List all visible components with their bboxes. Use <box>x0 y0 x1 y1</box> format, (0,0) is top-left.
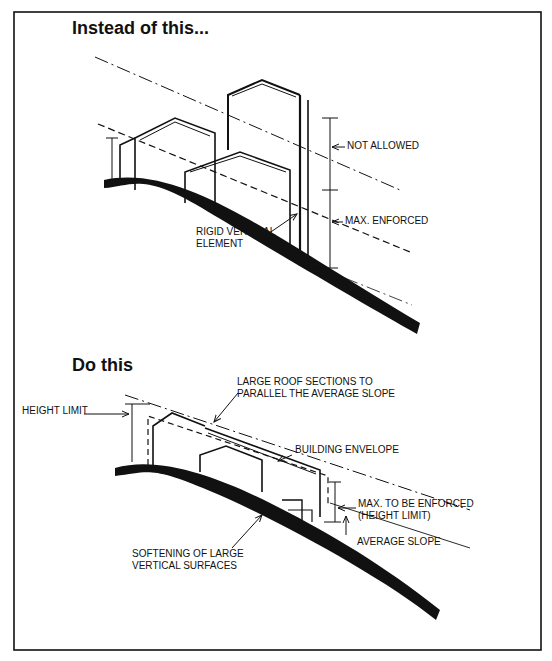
panel-heading: Instead of this... <box>72 18 292 39</box>
dimension-line <box>330 118 331 268</box>
leader-line <box>84 414 129 415</box>
building-outline <box>140 122 210 140</box>
dimension-tick <box>322 190 338 191</box>
envelope-line <box>148 416 328 505</box>
building-outline <box>190 156 286 172</box>
callout-label: RIGID VERTICAL ELEMENT <box>196 226 292 249</box>
dimension-tick <box>329 482 341 483</box>
building-outline <box>120 138 135 178</box>
vertical-element <box>299 95 301 266</box>
building-outline <box>200 446 262 492</box>
dimension-tick <box>125 404 150 405</box>
callout-label: MAX. ENFORCED <box>345 215 465 227</box>
dimension-line <box>112 138 113 180</box>
leader-line <box>332 147 345 148</box>
dimension-line <box>335 482 336 522</box>
vertical-element <box>307 100 309 268</box>
slope-line <box>95 57 400 190</box>
callout-label: MAX. TO BE ENFORCED (HEIGHT LIMIT) <box>358 498 488 521</box>
leader-line <box>332 222 343 223</box>
panel-heading: Do this <box>72 355 272 376</box>
building-outline <box>288 510 312 522</box>
dimension-line <box>132 404 133 462</box>
leader-line <box>232 515 262 548</box>
slope-line <box>125 395 470 510</box>
frame <box>14 12 541 650</box>
building-outline <box>232 84 296 97</box>
leader-line <box>214 393 238 422</box>
dimension-tick <box>106 138 118 139</box>
building-outline <box>153 413 205 466</box>
callout-label: NOT ALLOWED <box>347 140 467 152</box>
callout-label: SOFTENING OF LARGE VERTICAL SURFACES <box>132 548 254 571</box>
callout-label: LARGE ROOF SECTIONS TO PARALLEL THE AVER… <box>237 376 417 399</box>
leader-line <box>346 516 347 535</box>
leader-line <box>278 455 292 461</box>
leader-line <box>338 508 356 509</box>
building-outline <box>228 80 300 150</box>
dimension-tick <box>322 118 338 119</box>
callout-label: HEIGHT LIMIT <box>22 405 92 417</box>
ground-section <box>104 178 420 334</box>
callout-label: AVERAGE SLOPE <box>357 536 477 548</box>
slope-line <box>300 260 412 305</box>
callout-label: BUILDING ENVELOPE <box>295 444 435 456</box>
dimension-tick <box>312 268 338 269</box>
dimension-tick <box>324 522 341 523</box>
